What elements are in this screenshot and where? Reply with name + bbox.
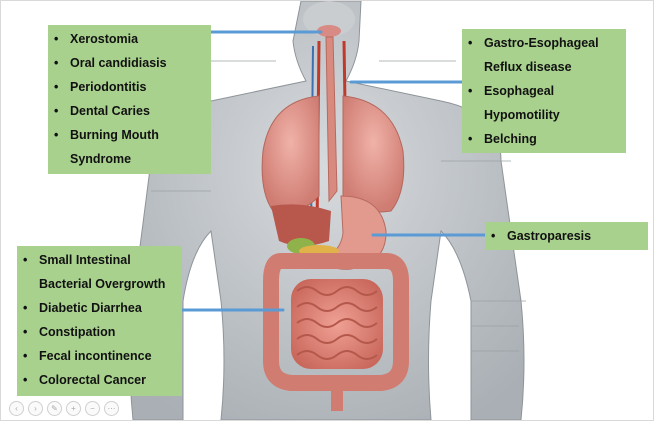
more-icon[interactable]: ⋯	[104, 401, 119, 416]
slideshow-controls: ‹ › ✎ + − ⋯	[9, 401, 119, 417]
prev-icon[interactable]: ‹	[9, 401, 24, 416]
label-item: •Gastroparesis	[485, 224, 648, 248]
label-item: •Oral candidiasis	[48, 51, 211, 75]
label-item: •Fecal incontinence	[17, 344, 182, 368]
label-item: •Periodontitis	[48, 75, 211, 99]
label-item: •Xerostomia	[48, 27, 211, 51]
label-item: •Dental Caries	[48, 99, 211, 123]
zoom-out-icon[interactable]: −	[85, 401, 100, 416]
stomach-conditions-box: •Gastroparesis	[485, 222, 648, 250]
label-item: •Diabetic Diarrhea	[17, 296, 182, 320]
next-icon[interactable]: ›	[28, 401, 43, 416]
label-item: •Constipation	[17, 320, 182, 344]
label-item: •Colorectal Cancer	[17, 368, 182, 392]
label-item: •Belching	[462, 127, 626, 151]
pen-icon[interactable]: ✎	[47, 401, 62, 416]
zoom-in-icon[interactable]: +	[66, 401, 81, 416]
oral-conditions-box: •Xerostomia •Oral candidiasis •Periodont…	[48, 25, 211, 174]
